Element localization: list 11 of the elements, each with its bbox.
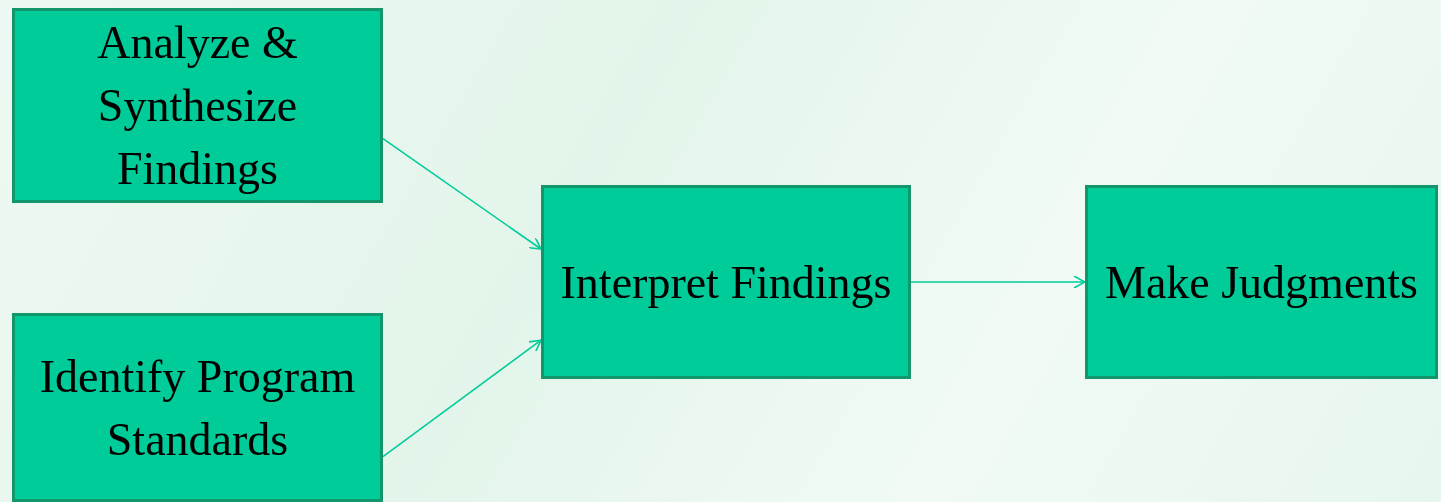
process-box (12, 8, 383, 203)
process-box (541, 185, 911, 379)
arrow (382, 137, 542, 250)
box-label: Analyze & Synthesize Findings (96, 16, 299, 196)
box-label: Make Judgments (1104, 255, 1419, 310)
process-box (12, 313, 383, 502)
arrow (910, 275, 1086, 289)
box-label: Identify Program Standards (38, 349, 357, 467)
arrow (382, 339, 542, 458)
box-label: Interpret Findings (559, 255, 893, 310)
process-box (1085, 185, 1438, 379)
